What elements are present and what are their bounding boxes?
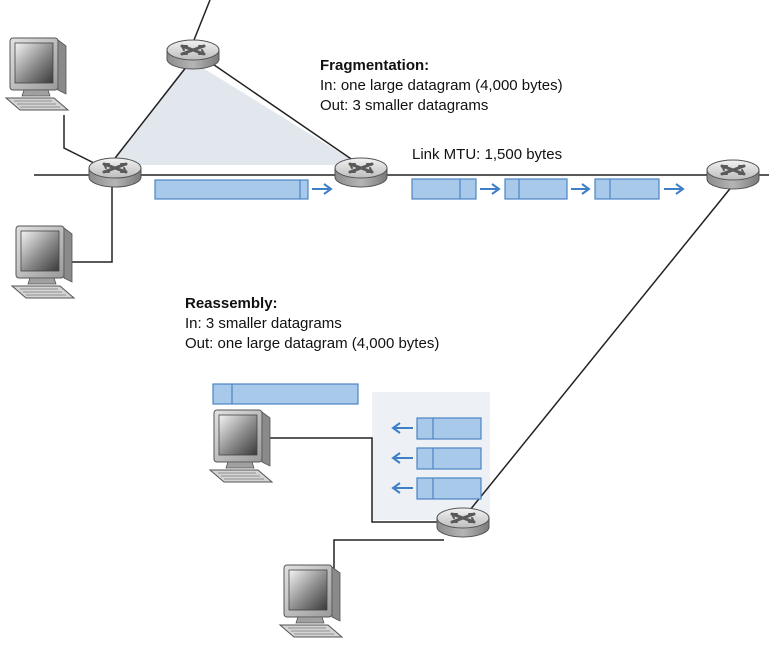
fragmentation-out-text: Out: 3 smaller datagrams [320, 97, 489, 114]
arrow-right-icon [571, 183, 591, 195]
arrow-left-icon [391, 452, 413, 464]
router-icon [333, 156, 389, 189]
link-pc-lower-top [244, 437, 444, 523]
router-top-uplink [191, 0, 211, 46]
reassembled-datagram [212, 383, 359, 405]
link-router-left-top [111, 65, 188, 163]
fragmentation-label: Fragmentation: In: one large datagram (4… [320, 56, 563, 116]
fragmentation-title: Fragmentation: [320, 57, 430, 74]
computer-icon [11, 225, 75, 299]
fragment-1 [411, 178, 501, 200]
reassembly-out-text: Out: one large datagram (4,000 bytes) [185, 335, 440, 352]
arriving-fragment-2 [391, 447, 482, 470]
computer-icon [279, 564, 343, 638]
router-icon [165, 38, 221, 71]
reassembly-label: Reassembly: In: 3 smaller datagrams Out:… [185, 294, 439, 354]
computer-icon [5, 37, 69, 111]
large-datagram-in [154, 179, 333, 200]
fragment-3 [594, 178, 685, 200]
arrow-right-icon [664, 183, 685, 195]
arrow-left-icon [391, 422, 413, 434]
arrow-right-icon [480, 183, 501, 195]
computer-icon [209, 409, 273, 483]
fragment-2 [504, 178, 591, 200]
link-pc-bottom-left [70, 180, 113, 263]
reassembly-title: Reassembly: [185, 295, 278, 312]
arrow-left-icon [391, 482, 413, 494]
link-pc-lower-bottom [333, 539, 444, 600]
upper-network-shading [110, 60, 360, 165]
router-icon [435, 506, 491, 539]
reassembly-in-text: In: 3 smaller datagrams [185, 315, 342, 332]
arriving-fragment-1 [391, 417, 482, 440]
datagrams [154, 178, 685, 500]
fragmentation-in-text: In: one large datagram (4,000 bytes) [320, 77, 563, 94]
link-mtu-label: Link MTU: 1,500 bytes [412, 146, 563, 163]
link-router-top-center [203, 57, 361, 166]
router-icon [705, 158, 761, 191]
link-router-right-bottom [469, 184, 734, 511]
router-icon [87, 156, 143, 189]
arriving-fragment-3 [391, 477, 482, 500]
arrow-right-icon [312, 183, 333, 195]
